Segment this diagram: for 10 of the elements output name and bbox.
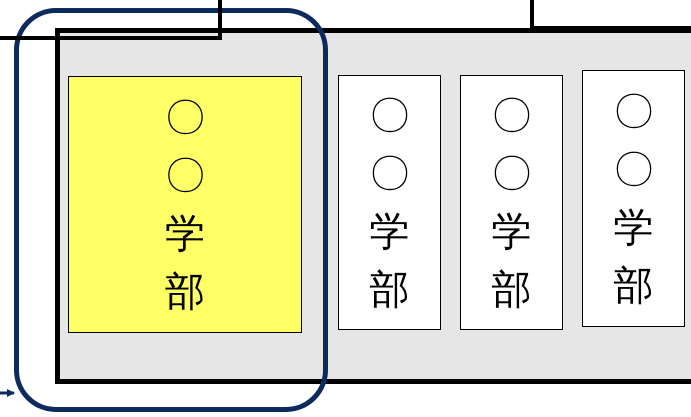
faculty-box xyxy=(68,76,302,333)
faculty-box xyxy=(460,75,563,330)
faculty-label: 〇〇学部 xyxy=(370,92,410,314)
faculty-box xyxy=(582,70,685,327)
faculty-label: 〇〇学部 xyxy=(614,88,654,310)
faculty-label: 〇〇学部 xyxy=(492,92,532,314)
arrow xyxy=(0,389,15,397)
highlight-frame xyxy=(14,8,328,412)
faculty-label: 〇〇学部 xyxy=(165,94,205,316)
faculty-box xyxy=(338,75,441,330)
